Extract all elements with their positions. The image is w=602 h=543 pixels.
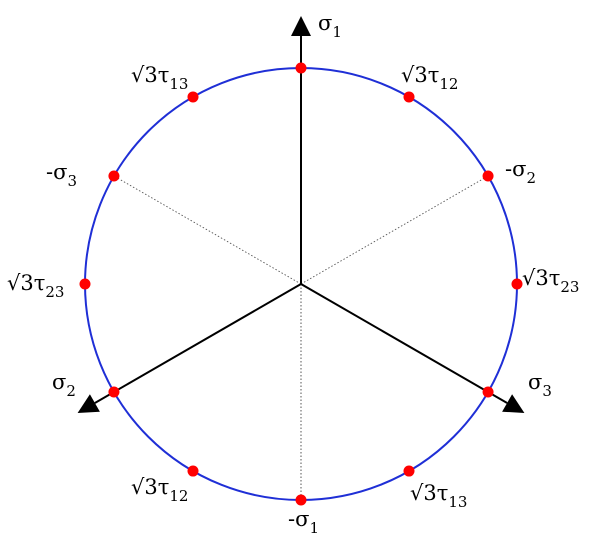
tau23-right-point [511, 278, 523, 290]
neg-sigma3-label: -σ3 [46, 160, 77, 190]
sigma3-point [482, 386, 494, 398]
neg-sigma3-label-symbol: -σ [46, 160, 67, 184]
neg-sigma3-label-subscript: 3 [67, 172, 77, 190]
sigma3-label-symbol: σ [528, 370, 542, 394]
sigma2-label-subscript: 2 [66, 382, 76, 400]
tau13-lower-label-symbol: √3τ [410, 481, 448, 505]
sigma2-label: σ2 [52, 370, 76, 400]
neg-sigma2-label-symbol: -σ [505, 157, 526, 181]
neg-sigma3-dotted-line [113, 175, 302, 285]
tau23-left-label-subscript: 23 [45, 283, 64, 301]
sigma3-axis-line [300, 283, 508, 404]
sigma1-label: σ1 [318, 11, 342, 41]
tau13-lower-label-subscript: 13 [448, 493, 467, 511]
tau12-upper-label: √3τ12 [401, 63, 458, 93]
neg-sigma3-point [108, 170, 120, 182]
tau12-lower-point [187, 465, 199, 477]
sigma3-arrowhead [502, 394, 525, 413]
tau23-right-label-subscript: 23 [560, 278, 579, 296]
neg-sigma2-point [482, 170, 494, 182]
neg-sigma1-point [295, 494, 307, 506]
tau12-lower-label: √3τ12 [131, 475, 188, 505]
sigma2-point [108, 386, 120, 398]
neg-sigma2-label-subscript: 2 [526, 169, 536, 187]
sigma3-label: σ3 [528, 370, 552, 400]
tau12-upper-point [403, 91, 415, 103]
sigma3-label-subscript: 3 [542, 382, 552, 400]
tau23-left-label-symbol: √3τ [7, 271, 45, 295]
tau12-lower-label-subscript: 12 [169, 487, 188, 505]
sigma2-axis-line [94, 283, 302, 404]
tau13-lower-point [403, 465, 415, 477]
sigma1-label-subscript: 1 [332, 23, 342, 41]
tau23-left-label: √3τ23 [7, 271, 64, 301]
sigma2-arrowhead [77, 394, 100, 413]
tau13-lower-label: √3τ13 [410, 481, 467, 511]
tau12-lower-label-symbol: √3τ [131, 475, 169, 499]
neg-sigma1-label: -σ1 [288, 507, 319, 537]
sigma2-label-symbol: σ [52, 370, 66, 394]
tau13-upper-point [187, 91, 199, 103]
neg-sigma2-dotted-line [300, 175, 489, 285]
tau23-right-label-symbol: √3τ [522, 266, 560, 290]
tau23-right-label: √3τ23 [522, 266, 579, 296]
tau13-upper-label-symbol: √3τ [131, 63, 169, 87]
sigma1-arrowhead [291, 16, 311, 36]
tau13-upper-label-subscript: 13 [169, 75, 188, 93]
tau12-upper-label-symbol: √3τ [401, 63, 439, 87]
neg-sigma1-label-subscript: 1 [309, 519, 319, 537]
tau23-left-point [79, 278, 91, 290]
neg-sigma2-label: -σ2 [505, 157, 536, 187]
tau13-upper-label: √3τ13 [131, 63, 188, 93]
tau12-upper-label-subscript: 12 [439, 75, 458, 93]
neg-sigma1-label-symbol: -σ [288, 507, 309, 531]
sigma1-point [295, 62, 307, 74]
sigma1-label-symbol: σ [318, 11, 332, 35]
